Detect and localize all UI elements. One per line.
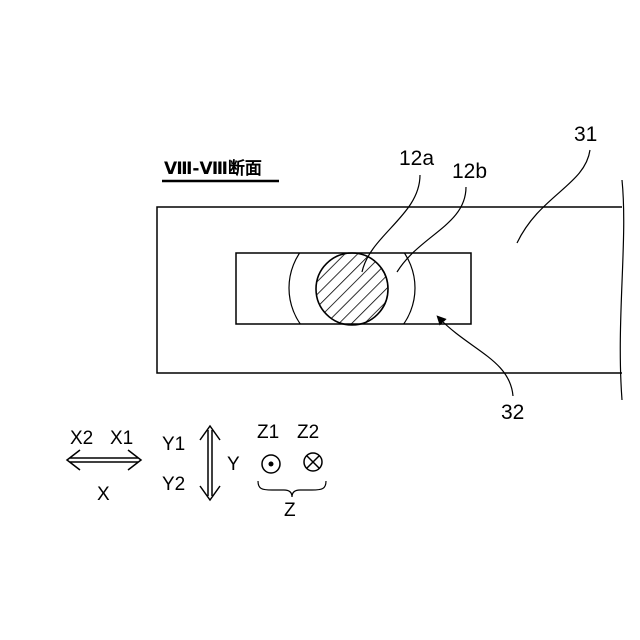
- z2-into-page-icon: [304, 453, 322, 471]
- y-double-arrow: [200, 426, 220, 500]
- label-12b: 12b: [452, 160, 487, 183]
- leader-32: [439, 318, 513, 396]
- axis-y2-label: Y2: [162, 474, 185, 495]
- member-31-outline: [157, 207, 622, 373]
- axis-y-label: Y: [227, 454, 240, 475]
- axis-y1-label: Y1: [162, 434, 185, 455]
- axis-x-label: X: [97, 484, 110, 505]
- section-title: Ⅷ-Ⅷ断面: [164, 158, 262, 179]
- z-brace: [258, 481, 326, 497]
- axis-x2-label: X2: [70, 428, 93, 449]
- axis-z2-label: Z2: [297, 422, 319, 443]
- label-31: 31: [574, 123, 597, 146]
- z1-out-of-page-icon: [262, 455, 280, 473]
- label-32: 32: [501, 401, 524, 424]
- break-line: [620, 180, 623, 400]
- axis-z-label: Z: [284, 500, 296, 521]
- leader-31: [517, 150, 590, 243]
- x-double-arrow: [67, 450, 141, 470]
- label-12a: 12a: [399, 147, 434, 170]
- part-12a-core: [316, 253, 388, 325]
- axis-z1-label: Z1: [257, 422, 279, 443]
- axis-x1-label: X1: [110, 428, 133, 449]
- leader-12b: [397, 187, 466, 272]
